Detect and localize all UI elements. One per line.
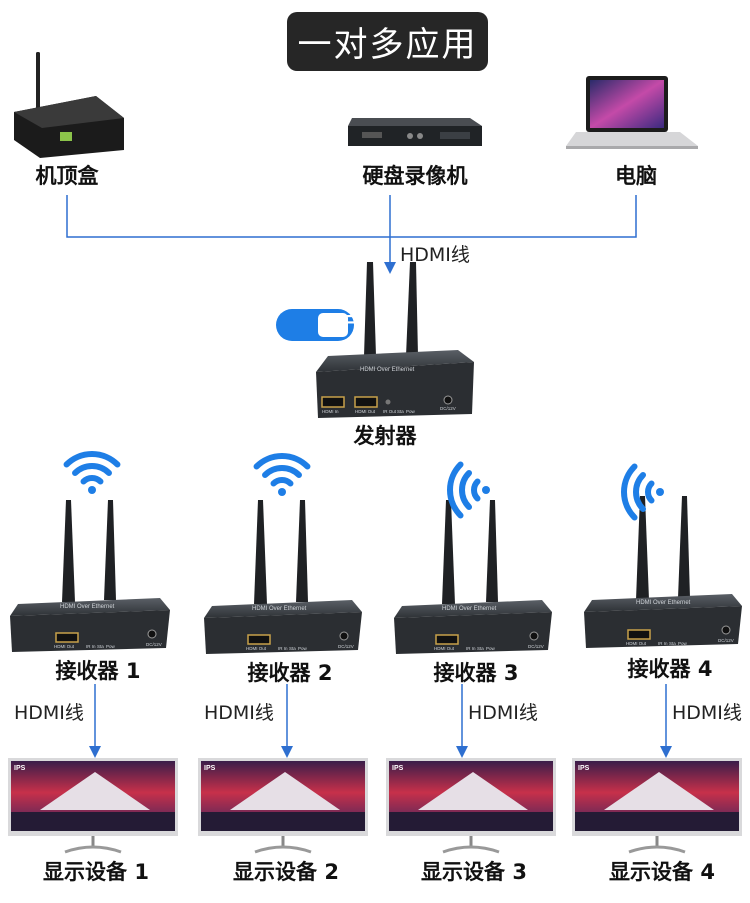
monitor-2 [198, 758, 368, 854]
receiver-device-3 [394, 500, 552, 654]
receiver-panel-text: HDMI Over Ethernet [636, 600, 691, 606]
monitor-1 [8, 758, 178, 854]
wifi-signal-icon [447, 461, 490, 519]
port-label: HDMI In [322, 409, 339, 414]
laptop-icon [566, 76, 698, 149]
receiver-device-4 [584, 496, 742, 648]
port-label: IR In [466, 646, 476, 651]
port-label: HDMI Out [355, 409, 376, 414]
port-label: IR In [86, 644, 96, 649]
wifi-signal-icon [621, 463, 664, 521]
display-label-4: 显示设备 4 [609, 860, 715, 884]
receiver-panel-text: HDMI Over Ethernet [60, 604, 115, 610]
receiver-panel-text: HDMI Over Ethernet [252, 606, 307, 612]
source-connection-lines [66, 195, 637, 274]
receiver-label-1: 接收器 1 [55, 659, 141, 683]
port-label: Sta [669, 641, 676, 646]
hdmi-cable-label: HDMI线 [468, 702, 538, 724]
port-label: Sta [477, 646, 484, 651]
receiver-label-3: 接收器 3 [433, 661, 519, 685]
port-label: Pow [678, 641, 688, 646]
hdmi-cable-label: HDMI线 [672, 702, 742, 724]
receiver-label-4: 接收器 4 [627, 657, 713, 681]
port-label: IR In [658, 641, 668, 646]
hdmi-cable-label: HDMI线 [400, 244, 470, 266]
receiver-label-2: 接收器 2 [247, 661, 333, 685]
set-top-box-icon [14, 52, 124, 158]
wifi-badge-text: WiFi [322, 312, 360, 332]
receiver-display-connections [89, 684, 672, 758]
source-label-set-top-box: 机顶盒 [35, 164, 99, 188]
port-label: DC/12V [338, 644, 354, 649]
port-label: HDMI Out [434, 646, 455, 651]
source-label-dvr: 硬盘录像机 [362, 164, 468, 188]
port-label: Pow [486, 646, 496, 651]
receiver-device-1 [10, 500, 170, 652]
display-label-2: 显示设备 2 [233, 860, 339, 884]
port-label: HDMI Out [54, 644, 75, 649]
hdmi-cable-label: HDMI线 [14, 702, 84, 724]
transmitter-device [316, 262, 474, 418]
monitor-badge: IPS [204, 765, 216, 772]
port-label: Pow [406, 409, 416, 414]
port-label: Pow [106, 644, 116, 649]
receiver-device-2 [204, 500, 362, 654]
diagram-title: 一对多应用 [287, 12, 488, 71]
port-label: DC/12V [718, 638, 734, 643]
display-label-1: 显示设备 1 [43, 860, 149, 884]
wifi-badge-icon [276, 309, 354, 341]
port-label: Sta [397, 409, 404, 414]
port-label: DC/12V [528, 644, 544, 649]
port-label: Sta [289, 646, 296, 651]
monitor-badge: IPS [392, 765, 404, 772]
monitor-3 [386, 758, 556, 854]
port-label: Sta [97, 644, 104, 649]
port-label: HDMI Out [626, 641, 647, 646]
monitor-badge: IPS [14, 765, 26, 772]
port-label: DC/12V [146, 642, 162, 647]
port-label: HDMI Out [246, 646, 267, 651]
transmitter-label: 发射器 [353, 424, 417, 448]
monitor-badge: IPS [578, 765, 590, 772]
port-label: DC/12V [440, 406, 456, 411]
port-label: IR Out [383, 409, 397, 414]
source-label-computer: 电脑 [615, 164, 657, 188]
wifi-signal-icon [63, 451, 121, 494]
port-label: IR In [278, 646, 288, 651]
port-label: Pow [298, 646, 308, 651]
transmitter-panel-text: HDMI Over Ethernet [360, 367, 415, 373]
dvr-icon [348, 118, 482, 146]
wifi-signal-icon [253, 453, 311, 496]
monitor-4 [572, 758, 742, 854]
hdmi-cable-label: HDMI线 [204, 702, 274, 724]
display-label-3: 显示设备 3 [421, 860, 527, 884]
receiver-panel-text: HDMI Over Ethernet [442, 606, 497, 612]
